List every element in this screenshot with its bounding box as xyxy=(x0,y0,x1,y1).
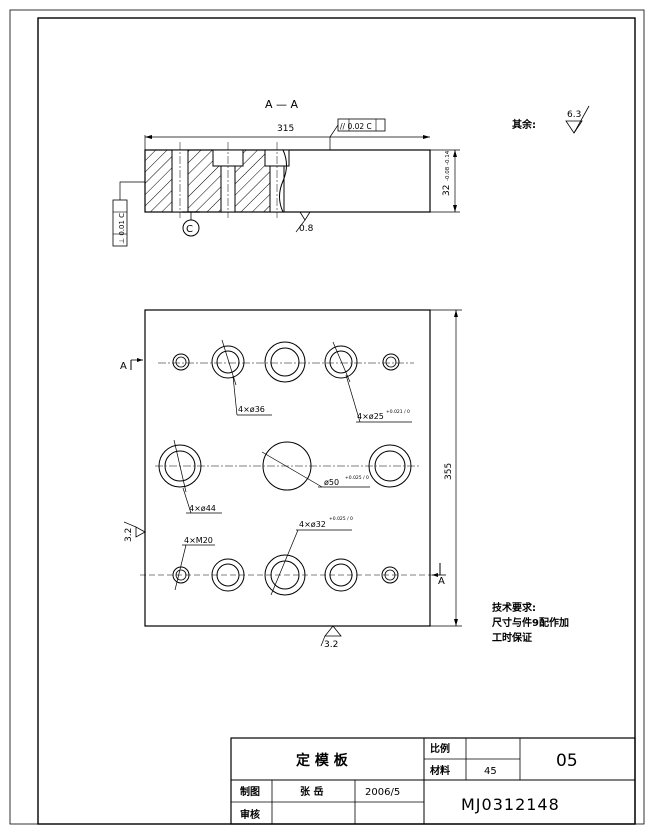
section-label: A — A xyxy=(265,98,299,111)
section-mark-left: A xyxy=(120,361,127,372)
tech-req-line1: 尺寸与件9配作加 xyxy=(492,616,569,629)
width-dimension: 315 xyxy=(277,124,294,134)
title-block: 定 模 板 比例 材料 45 05 制图 张 岳 2006/5 审核 MJ031… xyxy=(230,737,636,825)
material-value: 45 xyxy=(484,766,497,777)
material-label: 材料 xyxy=(430,764,450,777)
callout-32: 4×ø32 xyxy=(299,520,326,529)
roughness-note-value: 6.3 xyxy=(567,110,581,120)
section-mark-right: A xyxy=(438,576,445,587)
callout-25-tolerance: +0.021 / 0 xyxy=(386,409,410,415)
parallelism-tolerance: // 0.02 C xyxy=(340,122,372,131)
side-roughness: 3.2 xyxy=(124,528,134,542)
drawn-by: 张 岳 xyxy=(300,785,323,798)
thickness-dimension: 32 xyxy=(442,185,452,196)
plan-bottom-roughness: 3.2 xyxy=(324,640,338,650)
inner-frame xyxy=(37,17,636,825)
section-bottom-roughness: 0.8 xyxy=(299,224,314,234)
parallelism-tolerance-frame xyxy=(337,118,386,132)
drawn-label: 制图 xyxy=(240,785,260,798)
callout-32-tolerance: +0.025 / 0 xyxy=(329,516,353,522)
section-view: 315 // 0.02 C 32 -0.08 -0.14 xyxy=(112,118,460,247)
part-name: 定 模 板 xyxy=(296,752,349,769)
roughness-symbol xyxy=(565,120,583,134)
roughness-note-label: 其余: xyxy=(512,118,536,131)
datum-c: C xyxy=(186,224,193,235)
outer-frame xyxy=(9,9,645,825)
checked-label: 审核 xyxy=(240,808,260,821)
callout-25: 4×ø25 xyxy=(357,412,384,421)
tech-req-title: 技术要求: xyxy=(492,601,536,614)
callout-m20: 4×M20 xyxy=(184,536,213,545)
plan-view: 355 4×ø36 xyxy=(120,309,462,650)
drawing-date: 2006/5 xyxy=(365,787,400,798)
sheet-number: 05 xyxy=(556,751,578,771)
callout-50: ø50 xyxy=(324,478,339,487)
tech-req-line2: 工时保证 xyxy=(492,631,532,644)
drawing-number: MJ0312148 xyxy=(461,795,560,814)
callout-36: 4×ø36 xyxy=(238,405,265,414)
thickness-tolerance: -0.08 -0.14 xyxy=(445,150,451,181)
perpendicularity-tolerance-frame xyxy=(112,199,128,247)
scale-label: 比例 xyxy=(430,742,450,755)
height-dimension: 355 xyxy=(444,463,454,480)
perpendicularity-tolerance: ⊥ 0.01 C xyxy=(118,213,126,244)
callout-44: 4×ø44 xyxy=(189,504,216,513)
callout-50-tolerance: +0.025 / 0 xyxy=(345,475,369,481)
